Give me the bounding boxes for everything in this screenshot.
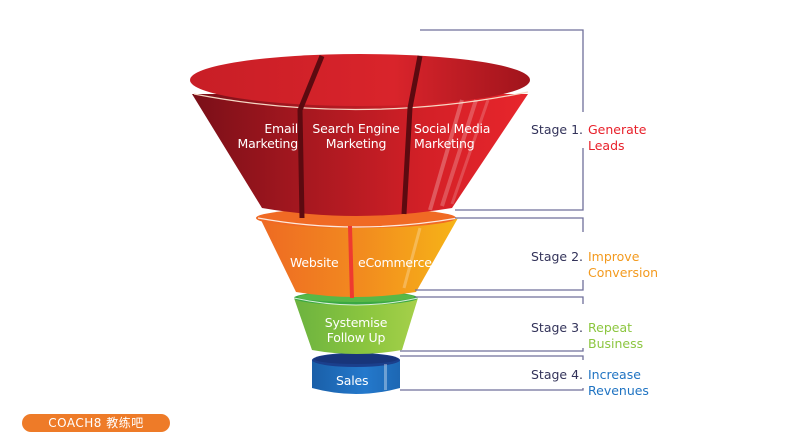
stage-number: Stage 3. [531, 320, 584, 335]
stage-title-line: Leads [588, 138, 625, 153]
stage-title-line: Repeat [588, 320, 633, 335]
bracket-stage-2 [415, 217, 584, 291]
label-line: Follow Up [326, 330, 386, 345]
stage-number: Stage 1. [531, 122, 584, 137]
coach8-logo: COACH8 教练吧 [22, 414, 170, 432]
label-line: Marketing [325, 136, 387, 151]
label-sales: Sales [336, 373, 369, 388]
bracket-stage-4 [400, 355, 584, 391]
funnel-level-leads [190, 54, 530, 219]
funnel-level-followup [293, 291, 419, 354]
stage-title-line: Business [588, 336, 644, 351]
label-website: Website [290, 255, 339, 270]
stage-brackets [400, 29, 584, 391]
stage-title: Improve Conversion [588, 249, 658, 281]
stage-1: Stage 1. Generate Leads [531, 122, 646, 153]
bracket-stage-1 [420, 29, 584, 211]
stage-title-line: Improve [588, 249, 640, 264]
label-search-engine-marketing: Search Engine Marketing [306, 121, 406, 151]
label-line: Email [264, 121, 298, 136]
stage-number: Stage 4. [531, 367, 584, 382]
stage-title-line: Conversion [588, 265, 659, 280]
label-ecommerce: eCommerce [358, 255, 432, 270]
stage-title-line: Generate [588, 122, 647, 137]
stage-title-line: Revenues [588, 383, 649, 398]
label-email-marketing: Email Marketing [234, 121, 299, 151]
stage-title: Increase Revenues [588, 367, 649, 399]
stage-title: Generate Leads [588, 122, 646, 154]
bracket-stage-3 [400, 296, 584, 352]
stage-4: Stage 4. Increase Revenues [531, 367, 649, 398]
label-line: Systemise [324, 315, 388, 330]
stage-2: Stage 2. Improve Conversion [531, 249, 658, 280]
label-line: Search Engine [312, 121, 400, 136]
stage-number: Stage 2. [531, 249, 584, 264]
stage-3: Stage 3. Repeat Business [531, 320, 643, 351]
funnel-level-sales [312, 353, 400, 394]
stage-title: Repeat Business [588, 320, 643, 352]
stage-title-line: Increase [588, 367, 641, 382]
label-social-media-marketing: Social Media Marketing [414, 121, 490, 151]
label-line: Marketing [414, 136, 475, 151]
label-systemise-follow-up: Systemise Follow Up [318, 315, 394, 345]
funnel-level-conversion [256, 208, 459, 299]
label-line: Social Media [414, 121, 491, 136]
label-line: Marketing [237, 136, 299, 151]
